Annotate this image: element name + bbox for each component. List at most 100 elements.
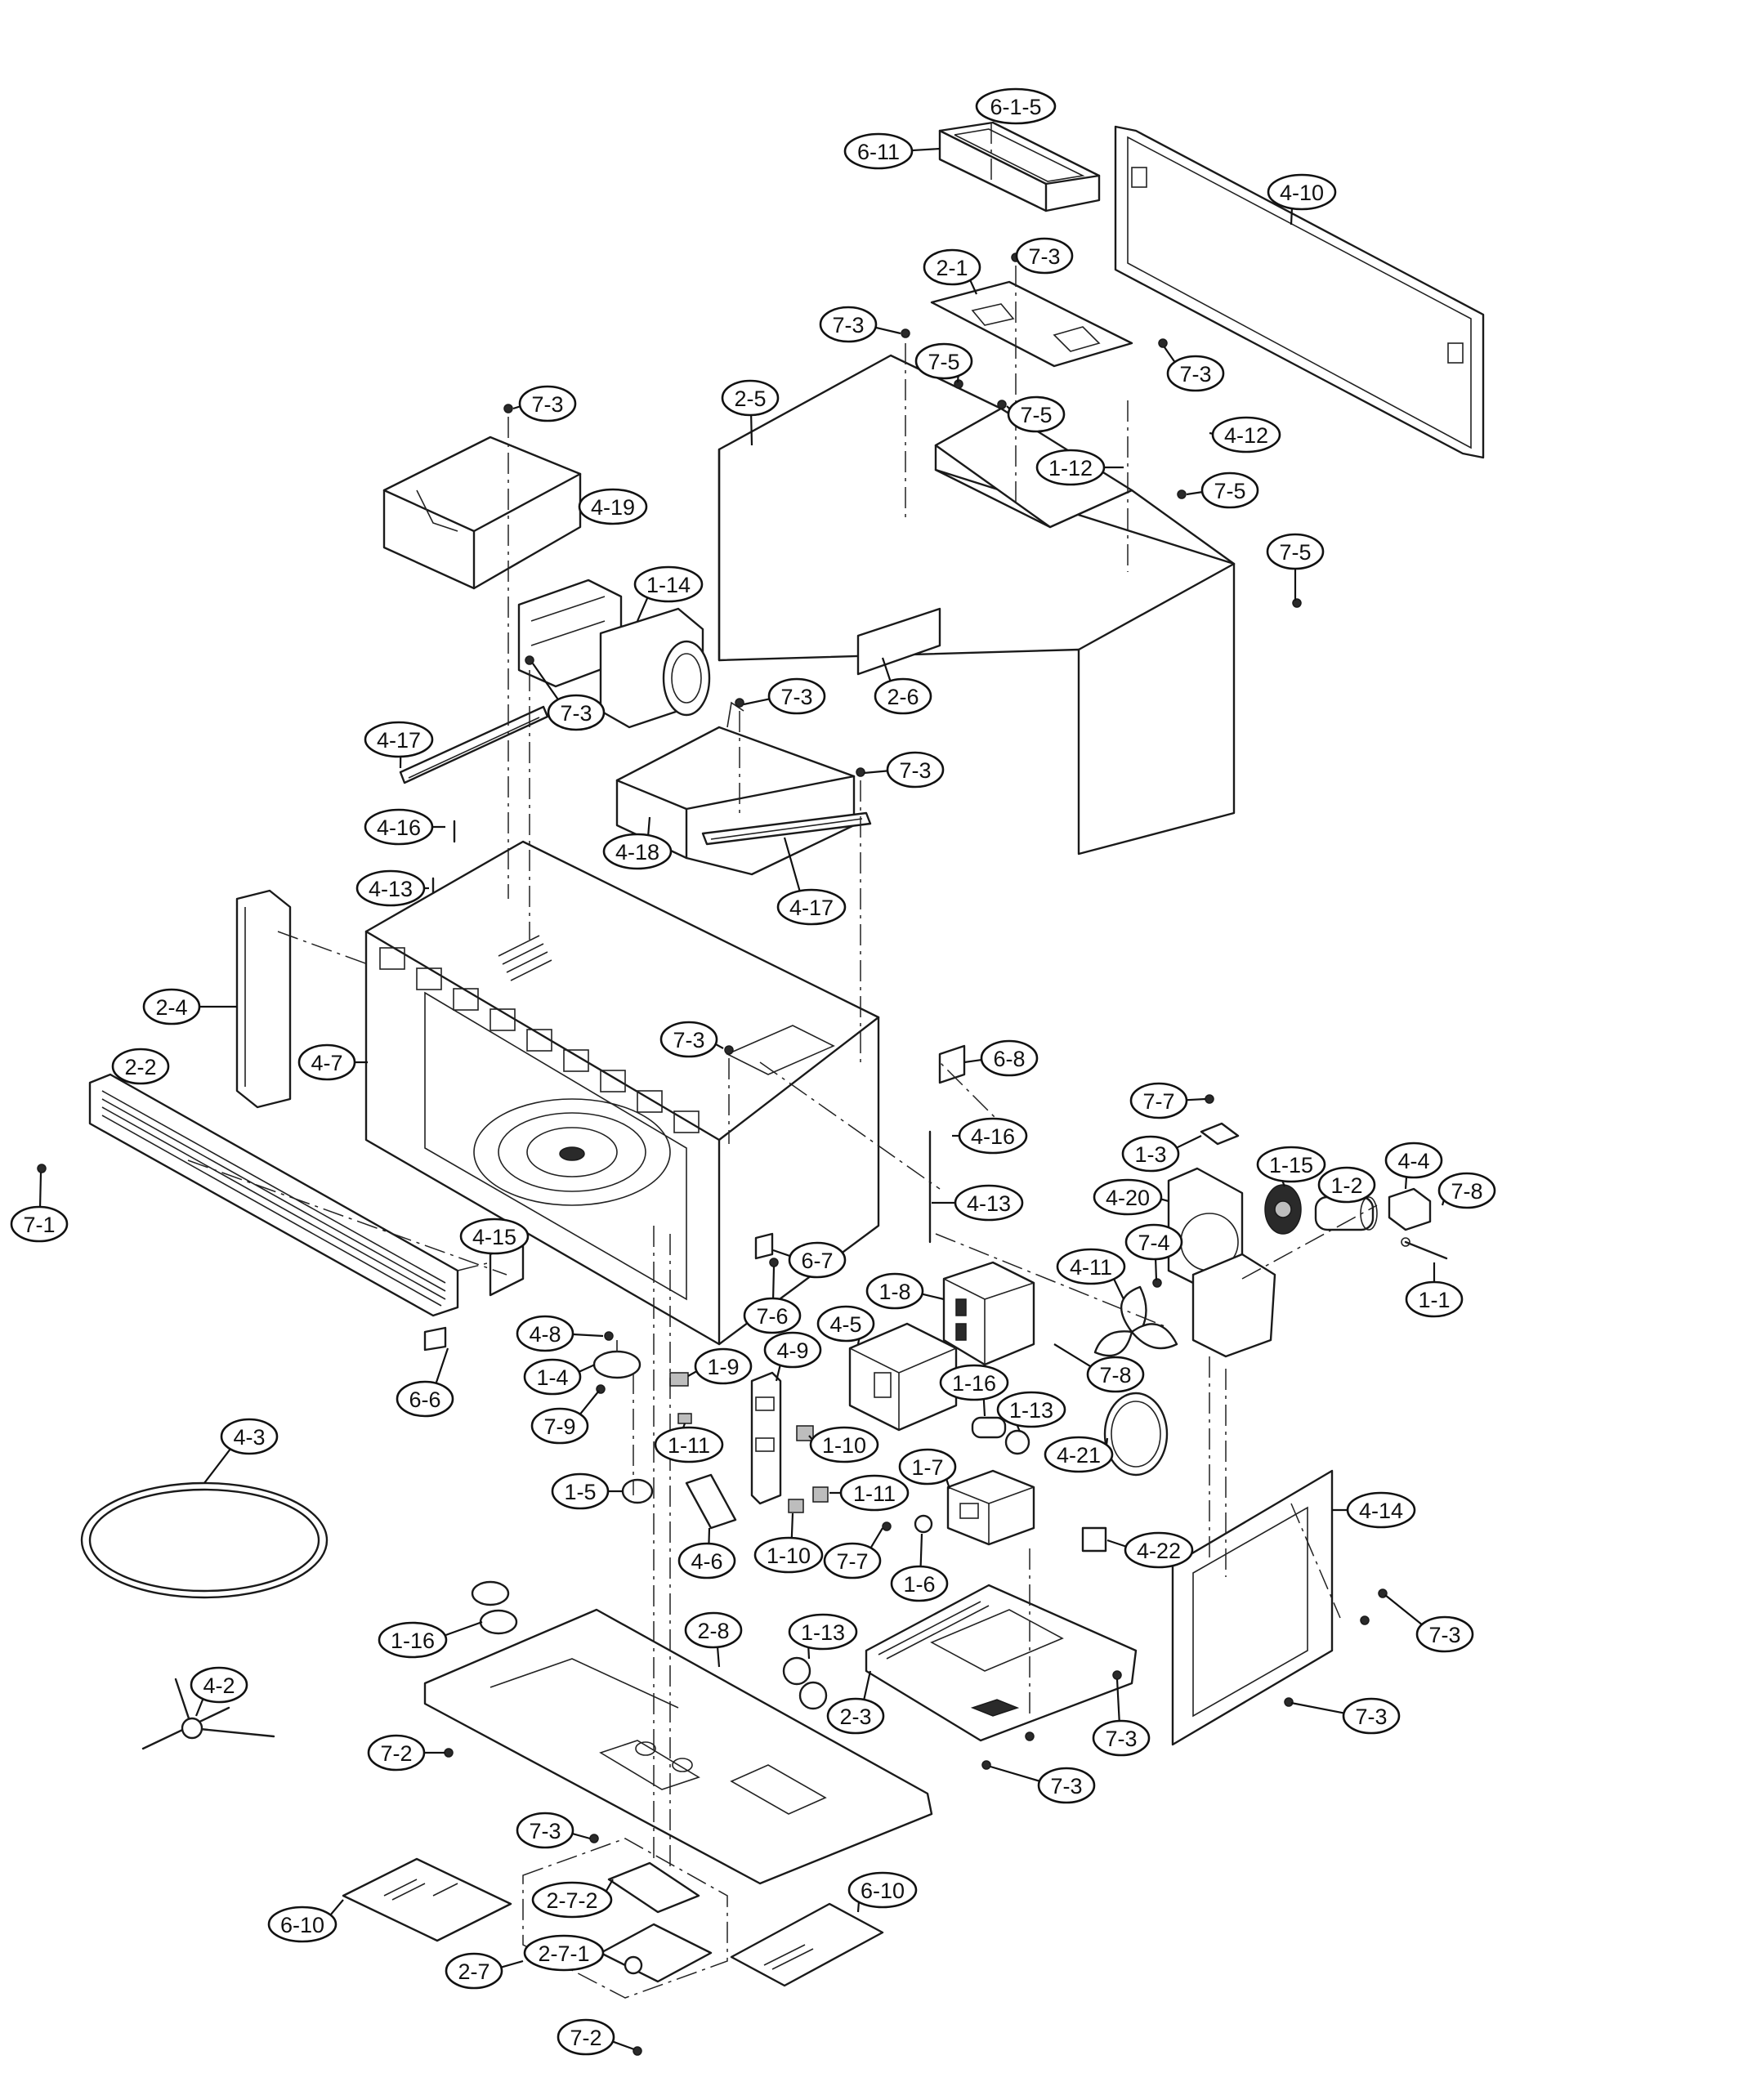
callout-bubble [190, 1666, 248, 1704]
callout-label: 7-3 [899, 758, 931, 783]
callout-2-5: 2-5 [721, 379, 780, 446]
callout-bubble [816, 1305, 875, 1343]
callout-bubble [1093, 1178, 1163, 1216]
part-4-11-fan-blade [1093, 1285, 1178, 1357]
callout-bubble [684, 1611, 743, 1649]
callout-label: 7-9 [543, 1414, 575, 1439]
callout-4-3: 4-3 [203, 1418, 279, 1484]
callout-2-7: 2-7 [445, 1952, 524, 1990]
callout-leader-line [790, 1512, 794, 1539]
callout-bubble [1267, 173, 1337, 211]
part-4-9-latch-bracket [750, 1371, 782, 1505]
callout-label: 1-10 [822, 1433, 866, 1458]
callout-1-10: 1-10 [753, 1512, 824, 1574]
callout-1-8: 1-8 [865, 1272, 945, 1310]
callout-bubble [378, 1621, 448, 1659]
callout-4-7: 4-7 [297, 1043, 368, 1081]
part-4-17-right-rail [701, 811, 872, 846]
part-2-2-front-grille [88, 1073, 459, 1317]
callout-leader-line [1164, 346, 1177, 364]
callout-label: 7-3 [1050, 1774, 1082, 1798]
callout-bubble [1346, 1491, 1416, 1529]
callout-bubble [954, 1184, 1024, 1222]
part-1-5-lamp-socket [621, 1478, 654, 1504]
callout-label: 1-8 [878, 1280, 910, 1304]
callout-label: 1-16 [391, 1629, 435, 1653]
callout-7-3: 7-3 [659, 1021, 724, 1058]
callout-label: 2-1 [936, 256, 968, 280]
callout-label: 7-3 [531, 392, 563, 417]
callout-bubble [847, 1871, 918, 1909]
callout-2-3: 2-3 [826, 1670, 885, 1735]
callout-label: 6-10 [280, 1913, 324, 1937]
callout-bubble [654, 1426, 724, 1463]
callout-6-11: 6-11 [843, 132, 941, 170]
callout-bubble [530, 1407, 589, 1445]
callout-label: 7-3 [1105, 1727, 1137, 1751]
callout-7-7: 7-7 [1129, 1082, 1206, 1119]
callout-bubble [445, 1952, 503, 1990]
callout-7-3: 7-3 [1164, 346, 1225, 392]
callout-7-3: 7-3 [532, 663, 606, 731]
callout-bubble [826, 1697, 885, 1735]
callout-bubble [364, 721, 434, 758]
part-1-11-switch-2 [812, 1486, 829, 1503]
callout-bubble [743, 1297, 802, 1334]
callout-label: 7-8 [1451, 1179, 1482, 1204]
part-2-6-insulation-plate [856, 607, 941, 676]
callout-label: 7-5 [928, 350, 959, 374]
callout-label: 4-9 [776, 1338, 808, 1363]
callout-bubble [788, 1241, 847, 1279]
callout-1-6: 1-6 [890, 1533, 949, 1602]
callout-bubble [776, 888, 847, 926]
callout-2-7-1: 2-7-1 [523, 1934, 605, 1972]
callout-label: 7-3 [1028, 244, 1060, 269]
callout-bubble [111, 1048, 170, 1085]
part-4-21-ring [1103, 1392, 1169, 1477]
callout-1-5: 1-5 [551, 1472, 623, 1510]
callout-bubble [1437, 1172, 1496, 1209]
callout-label: 6-1-5 [990, 95, 1041, 119]
callout-label: 6-11 [857, 140, 900, 164]
callout-label: 4-2 [203, 1673, 235, 1698]
callout-4-15: 4-15 [459, 1218, 530, 1255]
callout-6-1-5: 6-1-5 [975, 87, 1057, 125]
part-4-17-left-rail [399, 705, 549, 784]
callout-4-11: 4-11 [1056, 1248, 1126, 1300]
part-2-7-assembly [522, 1838, 728, 1999]
callout-1-4: 1-4 [523, 1358, 596, 1396]
callout-bubble [1121, 1135, 1180, 1173]
callout-1-9: 1-9 [687, 1347, 753, 1385]
callout-7-5: 7-5 [1186, 471, 1259, 509]
callout-7-3: 7-3 [1290, 1697, 1401, 1735]
part-1-13-socket-pair [782, 1656, 828, 1710]
callout-label: 7-4 [1138, 1231, 1169, 1255]
callout-label: 4-17 [789, 896, 834, 920]
callout-1-11: 1-11 [829, 1474, 910, 1512]
callout-bubble [551, 1472, 610, 1510]
callout-leader-line [775, 1364, 782, 1382]
callout-label: 4-12 [1224, 423, 1268, 448]
callout-label: 4-15 [472, 1225, 516, 1249]
callout-leader-line [194, 1697, 204, 1717]
callout-bubble [996, 1391, 1066, 1428]
callout-label: 1-11 [668, 1433, 710, 1458]
callout-label: 4-10 [1280, 181, 1324, 205]
callout-bubble [823, 1542, 882, 1579]
callout-2-8: 2-8 [684, 1611, 743, 1668]
callout-leader-line [869, 1527, 883, 1549]
callout-7-4: 7-4 [1124, 1223, 1183, 1281]
callout-bubble [1007, 395, 1066, 433]
callout-label: 6-10 [861, 1879, 905, 1903]
part-4-14-side-panel [1171, 1469, 1334, 1746]
callout-label: 4-17 [377, 728, 421, 753]
callout-bubble [721, 379, 780, 417]
callout-label: 4-8 [529, 1322, 561, 1347]
callout-leader-line [743, 697, 771, 706]
callout-leader-line [636, 596, 649, 622]
callout-label: 4-5 [829, 1312, 861, 1337]
callout-bubble [267, 1906, 338, 1943]
callout-bubble [923, 248, 981, 286]
callout-bubble [1317, 1166, 1376, 1204]
callout-leader-line [783, 837, 801, 892]
